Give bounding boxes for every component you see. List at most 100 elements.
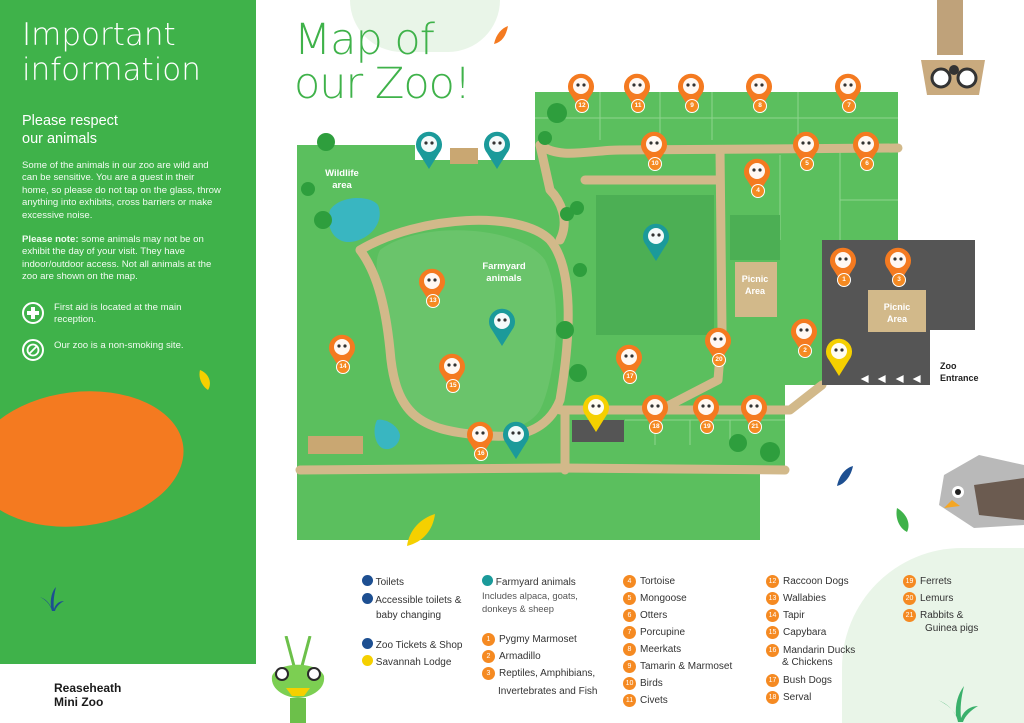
pin-number-badge: 12 (575, 99, 589, 113)
animal-pin-icon (825, 337, 853, 377)
label-picnic-area-1: Picnic Area (733, 273, 777, 297)
animal-pin-icon: 2 (790, 317, 818, 358)
animal-pin-icon: 20 (704, 326, 732, 367)
first-aid-text: First aid is located at the main recepti… (54, 302, 182, 326)
animal-pin-icon: 9 (677, 72, 705, 113)
leaf-icon-green (896, 508, 909, 532)
farmyard-dot-icon (482, 575, 493, 586)
pin-number-badge: 6 (860, 157, 874, 171)
label-picnic1-line1: Picnic (741, 274, 769, 284)
legend-col1-extra: Invertebrates and Fish (498, 686, 598, 697)
panel-intro-text: Some of the animals in our zoo are wild … (22, 160, 221, 221)
panel-note-text: some animals may not be on exhibit the d… (22, 234, 212, 283)
enclosure-large (596, 195, 714, 335)
animal-pin-icon (642, 222, 670, 262)
first-aid-icon (22, 302, 44, 324)
leaf-icon-yellow-small (199, 370, 210, 390)
pin-number-badge: 14 (336, 360, 350, 374)
hut-1 (450, 148, 478, 164)
animal-pin-icon: 4 (743, 157, 771, 198)
label-farmyard-animals: Farmyard animals (472, 261, 536, 285)
no-smoking-text: Our zoo is a non-smoking site. (54, 340, 184, 351)
animal-pin-icon: 13 (418, 267, 446, 308)
legend-item: 21 Rabbits & (903, 609, 963, 622)
pin-number-badge: 15 (446, 379, 460, 393)
legend-farmyard: Farmyard animals (482, 575, 576, 589)
legend-col3-extra: & Chickens (782, 657, 833, 668)
animal-pin-icon: 6 (852, 130, 880, 171)
animal-pin-icon: 10 (640, 130, 668, 171)
animal-pin-icon: 12 (567, 72, 595, 113)
map-title: Map of our Zoo! (294, 18, 471, 109)
pin-number-badge: 9 (685, 99, 699, 113)
leaf-icon-orange (494, 26, 508, 44)
panel-subtitle-line2: our animals (22, 131, 97, 147)
toilets-dot-icon (362, 575, 373, 586)
legend-tickets-label: Zoo Tickets & Shop (375, 640, 463, 651)
legend-number-badge: 10 (623, 677, 636, 690)
legend-item-label: Lemurs (920, 592, 954, 604)
label-picnic2-line2: Area (886, 314, 907, 324)
legend-number-badge: 18 (766, 691, 779, 704)
pin-number-badge: 2 (798, 344, 812, 358)
mantis-illustration-icon (271, 636, 325, 723)
legend-item-label: Tortoise (640, 575, 676, 587)
legend-accessible-label-1: Accessible toilets & (375, 595, 462, 606)
label-farmyard-line2: animals (486, 273, 522, 284)
brand-line1: Reaseheath (54, 681, 122, 695)
trees (301, 103, 780, 462)
legend-farmyard-label: Farmyard animals (495, 577, 576, 588)
map-title-line2: our Zoo! (294, 59, 471, 109)
legend-item-label: Raccoon Dogs (783, 575, 849, 587)
pin-number-badge: 18 (649, 420, 663, 434)
pin-number-badge: 3 (892, 273, 906, 287)
legend-item-label: Rabbits & (920, 609, 964, 621)
decorative-blob-top (350, 0, 500, 52)
panel-title-line2: information (22, 52, 201, 88)
legend-item-label: Reptiles, Amphibians, (499, 667, 596, 679)
label-wildlife-line1: Wildlife (325, 168, 359, 179)
no-smoking-icon (22, 339, 44, 361)
pin-number-badge: 20 (712, 353, 726, 367)
lake-1 (328, 198, 380, 243)
legend-item: 19 Ferrets (903, 575, 952, 588)
legend-number-badge: 4 (623, 575, 636, 588)
legend-number-badge: 21 (903, 609, 916, 622)
enclosure-small (730, 215, 780, 260)
panel-subtitle-line1: Please respect (22, 113, 118, 129)
grass-icon (40, 587, 64, 611)
panel-note: Please note: some animals may not be on … (22, 234, 227, 284)
animal-pin-icon: 11 (623, 72, 651, 113)
hut-2 (308, 436, 363, 454)
animal-pin-icon (415, 130, 443, 170)
legend-item: 4 Tortoise (623, 575, 675, 588)
label-entrance-line1: Zoo (940, 361, 957, 371)
pin-number-badge: 4 (751, 184, 765, 198)
legend-number-badge: 9 (623, 660, 636, 673)
animal-pin-icon: 16 (466, 420, 494, 461)
legend-accessible-label-2: baby changing (376, 610, 442, 621)
legend-number-badge: 15 (766, 626, 779, 639)
pin-number-badge: 13 (426, 294, 440, 308)
brand-box (0, 664, 256, 723)
animal-pin-icon: 5 (792, 130, 820, 171)
picnic-area-1 (735, 262, 777, 317)
picnic-area-2 (868, 290, 926, 332)
paths (295, 140, 903, 475)
label-wildlife-line2: area (332, 180, 352, 191)
decorative-blob (0, 379, 192, 539)
pin-number-badge: 16 (474, 447, 488, 461)
legend-toilets: Toilets (362, 575, 404, 589)
legend-item-label: Serval (783, 691, 812, 703)
legend-number-badge: 19 (903, 575, 916, 588)
animal-pin-icon: 19 (692, 393, 720, 434)
animal-pin-icon: 17 (615, 343, 643, 384)
pin-number-badge: 7 (842, 99, 856, 113)
legend-item-label: Ferrets (920, 575, 952, 587)
legend-accessible-toilets: Accessible toilets & baby changing (362, 593, 461, 622)
